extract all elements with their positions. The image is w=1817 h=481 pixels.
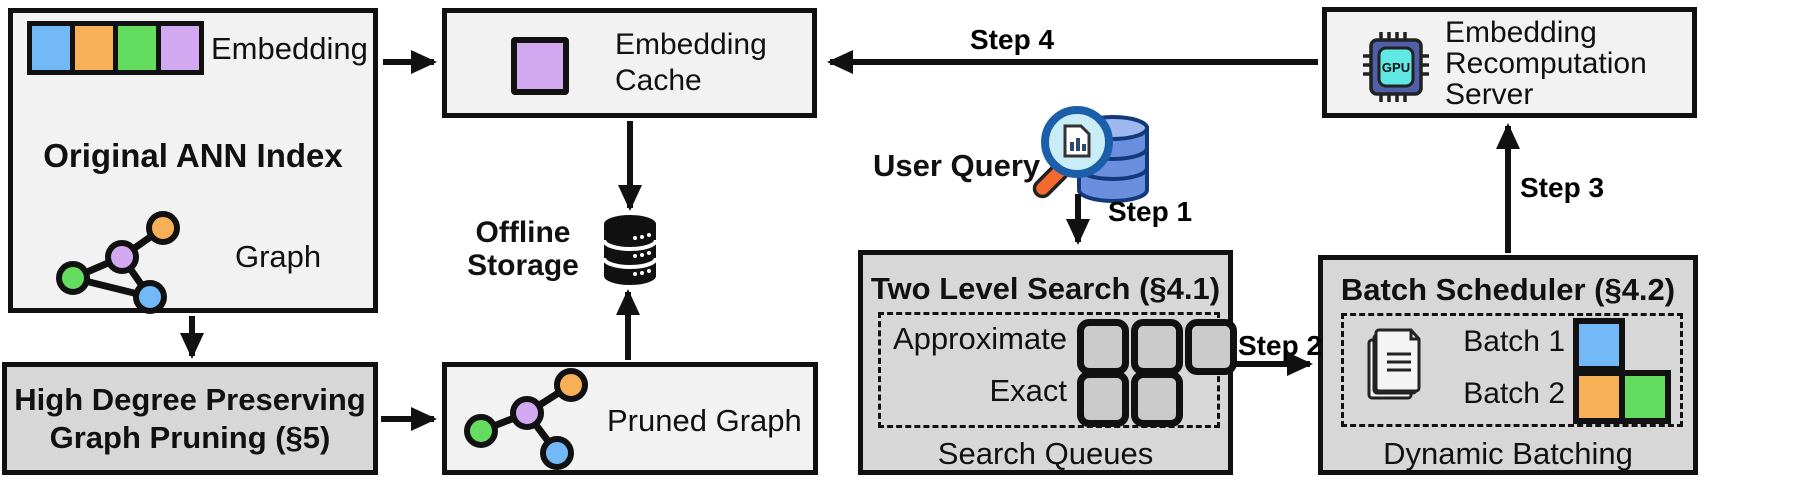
step2-label: Step 2	[1238, 330, 1323, 361]
server-line1: Embedding	[1445, 16, 1597, 49]
embedding-cache-line2: Cache	[615, 64, 702, 97]
two-level-search-title: Two Level Search (§4.1)	[870, 271, 1221, 306]
pruned-graph-label: Pruned Graph	[607, 403, 802, 438]
dynamic-batching-label: Dynamic Batching	[1383, 436, 1633, 471]
embedding-vector-icon	[27, 21, 204, 75]
step4-label: Step 4	[970, 24, 1055, 55]
graph-label: Graph	[235, 239, 322, 274]
exact-queue-slots	[1077, 371, 1183, 427]
embedding-cell-green	[118, 26, 156, 70]
high-degree-pruning-line1: High Degree Preserving	[14, 382, 366, 417]
documents-icon	[1367, 328, 1421, 400]
batch-item-orange	[1573, 370, 1625, 424]
approximate-queue-slots	[1077, 319, 1237, 375]
batch1-items	[1573, 318, 1625, 372]
high-degree-pruning-line2: Graph Pruning (§5)	[49, 420, 331, 455]
exact-label: Exact	[989, 373, 1067, 408]
batch-scheduler-title: Batch Scheduler (§4.2)	[1340, 272, 1676, 307]
gpu-chip-icon: GPU	[1363, 32, 1429, 102]
cached-embedding-square-icon	[511, 37, 569, 95]
batch2-label: Batch 2	[1463, 377, 1565, 410]
two-level-search-box: Two Level Search (§4.1) Approximate Exac…	[858, 250, 1237, 475]
batch-item-green	[1619, 370, 1671, 424]
embedding-cache-line1: Embedding	[615, 28, 767, 61]
pruned-graph-icon	[464, 368, 588, 470]
original-graph-icon	[56, 211, 180, 314]
queue-slot	[1131, 371, 1183, 427]
embedding-label: Embedding	[211, 31, 368, 66]
embedding-cell-blue	[32, 26, 70, 70]
approximate-label: Approximate	[892, 321, 1067, 356]
search-queues-label: Search Queues	[937, 436, 1154, 471]
server-line2: Recomputation	[1445, 47, 1647, 80]
user-query-icon	[1032, 106, 1149, 203]
batch2-items	[1573, 370, 1671, 424]
batch-scheduler-box: Batch Scheduler (§4.2) Batch 1 Batch 2 D…	[1318, 255, 1698, 475]
queue-slot	[1131, 319, 1183, 375]
queue-slot	[1077, 371, 1129, 427]
server-line3: Server	[1445, 78, 1534, 111]
queue-slot	[1185, 319, 1237, 375]
high-degree-pruning-box: High Degree Preserving Graph Pruning (§5…	[2, 362, 378, 475]
step1-label: Step 1	[1108, 196, 1193, 227]
original-ann-index-title: Original ANN Index	[43, 137, 343, 174]
step3-label: Step 3	[1520, 172, 1605, 203]
embedding-cache-box: Embedding Cache	[442, 8, 817, 118]
database-icon	[602, 215, 658, 285]
offline-storage-line2: Storage	[467, 249, 579, 282]
batch1-label: Batch 1	[1463, 325, 1565, 358]
dynamic-batching-region	[1341, 313, 1683, 427]
queue-slot	[1077, 319, 1129, 375]
batch-item-blue	[1573, 318, 1625, 372]
embedding-cell-orange	[75, 26, 113, 70]
pruned-graph-box: Pruned Graph	[442, 362, 818, 475]
gpu-text: GPU	[1382, 60, 1410, 75]
offline-storage-line1: Offline	[475, 216, 571, 249]
embedding-cell-purple	[161, 26, 199, 70]
original-ann-index-box: Embedding Original ANN Index Graph	[8, 8, 378, 314]
recomputation-server-box: GPU Embedding Recomputation Server	[1322, 7, 1697, 118]
user-query-label: User Query	[873, 148, 1041, 183]
